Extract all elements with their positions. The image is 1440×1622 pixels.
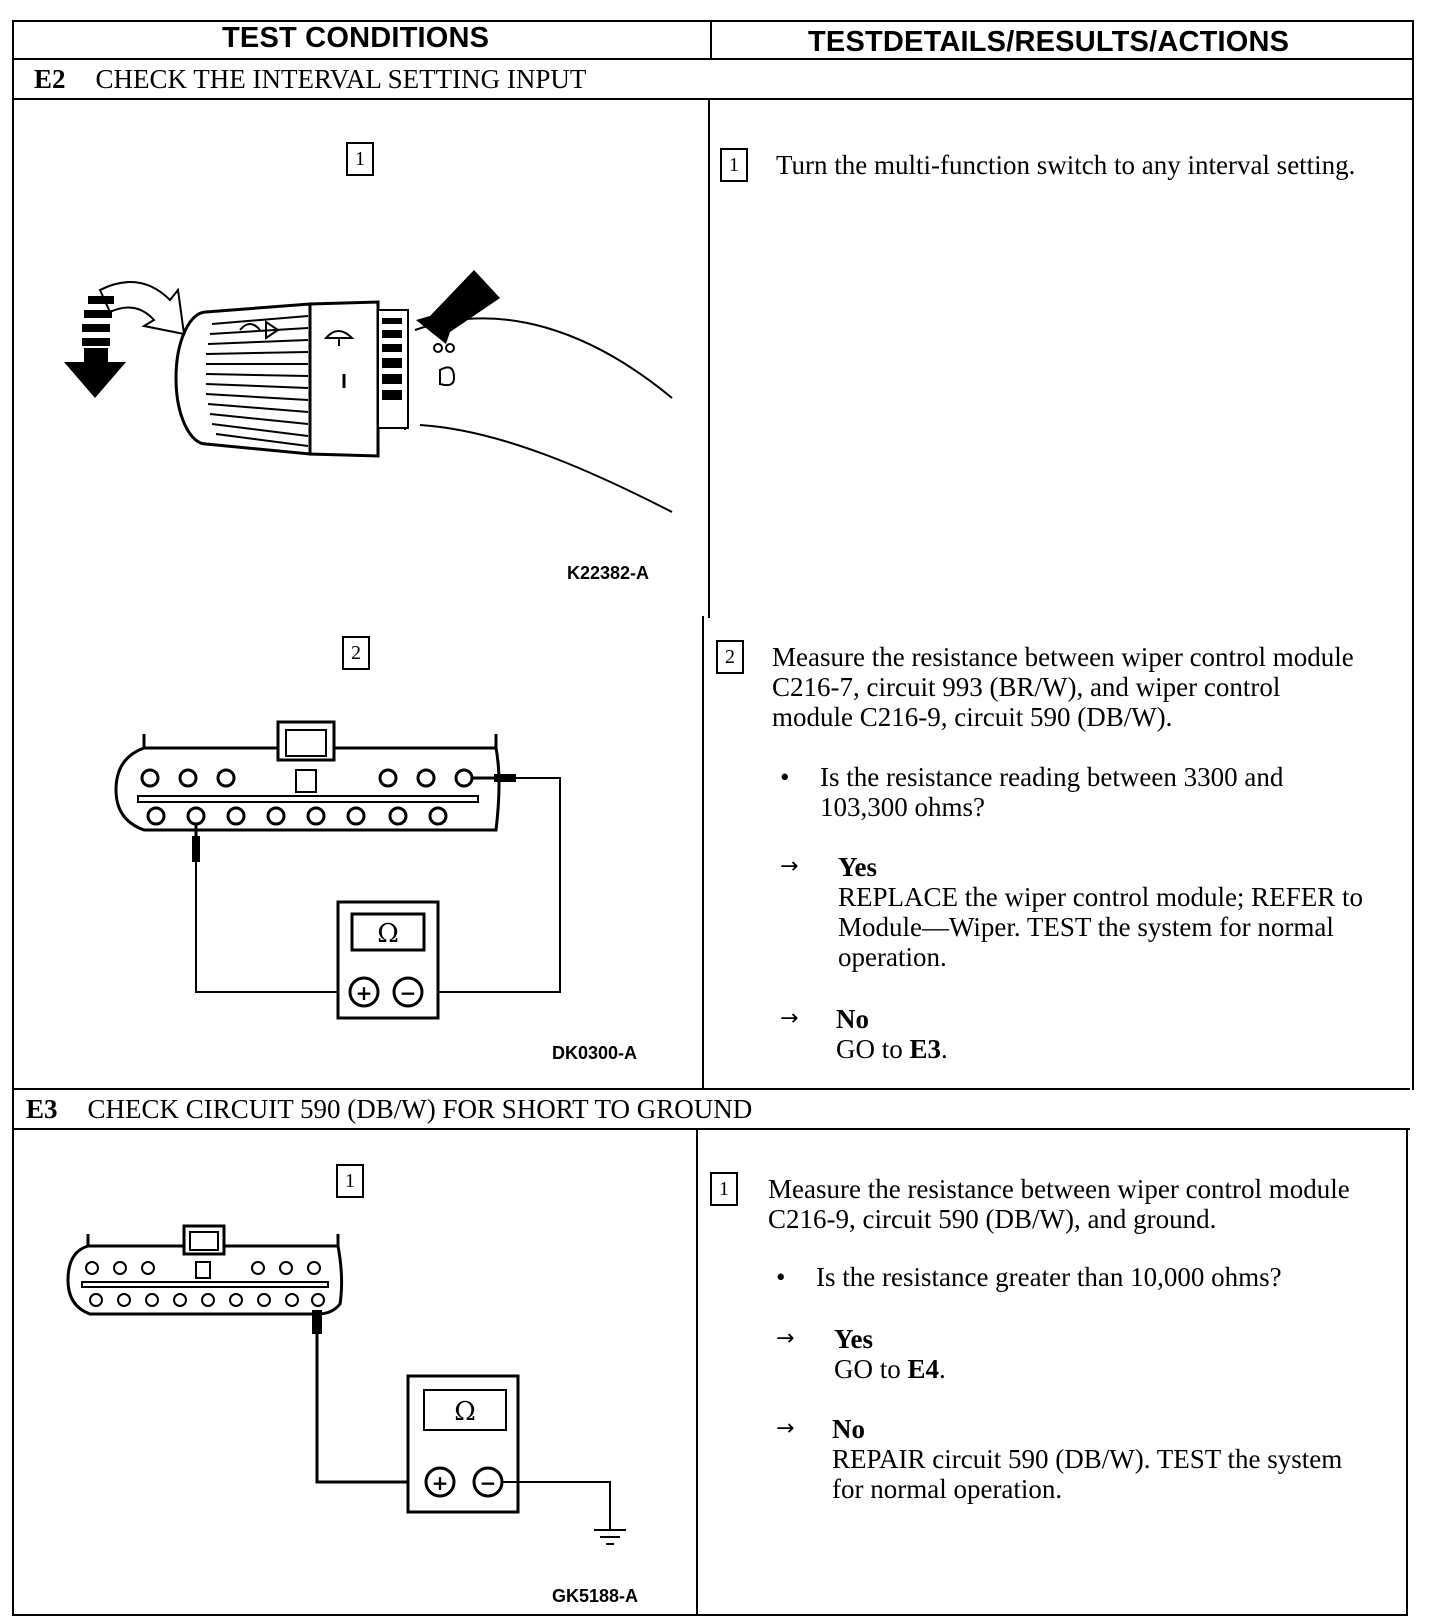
table-left-border <box>12 20 14 1616</box>
e3-title-text: CHECK CIRCUIT 590 (DB/W) FOR SHORT TO GR… <box>87 1094 753 1124</box>
e2-fig2-number: 2 <box>342 636 370 670</box>
table-right-border-top <box>1412 20 1414 1090</box>
e2-fig1-number: 1 <box>346 142 374 176</box>
table-right-border-bottom <box>1406 1128 1408 1616</box>
e2-detail2-number: 2 <box>716 640 744 674</box>
e3-yes-label: Yes <box>834 1324 873 1354</box>
e3-detail1-bullet: • <box>776 1262 786 1292</box>
e2-section-title: E2 CHECK THE INTERVAL SETTING INPUT <box>34 64 586 95</box>
e2-step-label: E2 <box>34 64 66 94</box>
e2-no-arrow: → <box>780 1006 799 1031</box>
e3-no-arrow: → <box>776 1416 795 1441</box>
e2-no-text: GO to E3. <box>836 1034 1336 1064</box>
e3-yes-text: GO to E4. <box>834 1354 1334 1384</box>
e2-yes-label: Yes <box>838 852 877 882</box>
e3-yes-text-prefix: GO to <box>834 1354 908 1384</box>
e2-yes-text: REPLACE the wiper control module; REFER … <box>838 882 1363 972</box>
header-column-divider <box>710 20 712 60</box>
header-test-conditions: TEST CONDITIONS <box>222 22 490 54</box>
e3-yes-goto-step: E4 <box>907 1354 940 1384</box>
e2-no-goto-step: E3 <box>909 1034 942 1064</box>
e3-no-text: REPAIR circuit 590 (DB/W). TEST the syst… <box>832 1444 1343 1504</box>
e3-title-top-divider <box>12 1088 1410 1090</box>
e2-no-label: No <box>836 1004 869 1034</box>
e3-title-divider <box>12 1128 1410 1130</box>
e2-detail2-question: Is the resistance reading between 3300 a… <box>820 762 1284 822</box>
e3-detail1-text: Measure the resistance between wiper con… <box>768 1174 1350 1234</box>
e3-meter-minus: − <box>480 1471 497 1495</box>
e2-column-divider-upper <box>708 98 710 618</box>
e2-meter-ohm-symbol: Ω <box>377 919 399 949</box>
e3-meter-ohm-symbol: Ω <box>454 1397 476 1427</box>
e2-meter-minus: − <box>400 981 417 1005</box>
e3-meter-plus: + <box>432 1471 449 1495</box>
e2-column-divider-lower <box>702 616 704 1088</box>
e3-step-label: E3 <box>26 1094 58 1124</box>
ohmmeter-connector-icon: Ω + − <box>114 720 561 1020</box>
e2-fig2-code: DK0300-A <box>552 1043 638 1063</box>
table-bottom-border <box>12 1614 1406 1616</box>
e3-detail1-question: Is the resistance greater than 10,000 oh… <box>816 1262 1282 1292</box>
e2-detail2-bullet: • <box>780 762 790 792</box>
e3-fig1-code: GK5188-A <box>552 1586 639 1606</box>
e2-fig1-code: K22382-A <box>567 563 650 583</box>
e2-meter-plus: + <box>356 981 373 1005</box>
e3-yes-text-suffix: . <box>939 1354 946 1384</box>
e3-section-title: E3 CHECK CIRCUIT 590 (DB/W) FOR SHORT TO … <box>26 1094 752 1125</box>
e2-detail1-number: 1 <box>720 148 748 182</box>
e2-detail1-text: Turn the multi-function switch to any in… <box>776 150 1356 180</box>
table-top-border <box>12 20 1414 22</box>
multi-function-switch-icon <box>64 270 673 513</box>
e3-fig1-number: 1 <box>336 1164 364 1198</box>
e3-detail1-number: 1 <box>710 1172 738 1206</box>
e3-yes-arrow: → <box>776 1326 795 1351</box>
e3-column-divider <box>696 1128 698 1616</box>
e2-no-text-prefix: GO to <box>836 1034 910 1064</box>
ohmmeter-ground-icon: Ω + − <box>66 1224 626 1545</box>
e3-no-label: No <box>832 1414 865 1444</box>
e2-detail2-text: Measure the resistance between wiper con… <box>772 642 1354 732</box>
header-test-details: TESTDETAILS/RESULTS/ACTIONS <box>808 26 1290 58</box>
e2-title-text: CHECK THE INTERVAL SETTING INPUT <box>95 64 587 94</box>
e2-yes-arrow: → <box>780 854 799 879</box>
e2-no-text-suffix: . <box>941 1034 948 1064</box>
e2-title-divider <box>12 98 1414 100</box>
header-row-divider <box>12 58 1414 60</box>
